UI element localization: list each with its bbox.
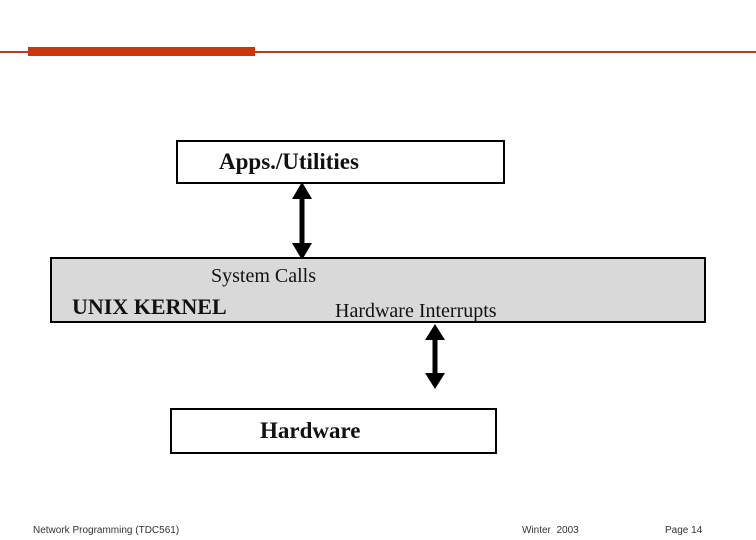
top-accent-line — [0, 51, 756, 53]
footer-page-number: Page 14 — [665, 525, 703, 536]
system-calls-label: System Calls — [211, 265, 317, 287]
footer-term-label: Winter 2003 — [522, 525, 579, 536]
hardware-interrupts-label: Hardware Interrupts — [335, 300, 497, 322]
unix-kernel-label: UNIX KERNEL — [72, 294, 227, 319]
apps-kernel-double-arrow-icon — [292, 182, 312, 260]
top-accent-bar — [28, 47, 255, 56]
hardware-box: Hardware — [170, 408, 497, 454]
kernel-hardware-double-arrow-icon — [425, 324, 445, 389]
unix-kernel-box — [50, 257, 706, 323]
footer-course-label: Network Programming (TDC561) — [33, 525, 180, 536]
hardware-label: Hardware — [260, 418, 361, 443]
apps-utilities-box: Apps./Utilities — [176, 140, 505, 184]
apps-utilities-label: Apps./Utilities — [219, 149, 359, 174]
